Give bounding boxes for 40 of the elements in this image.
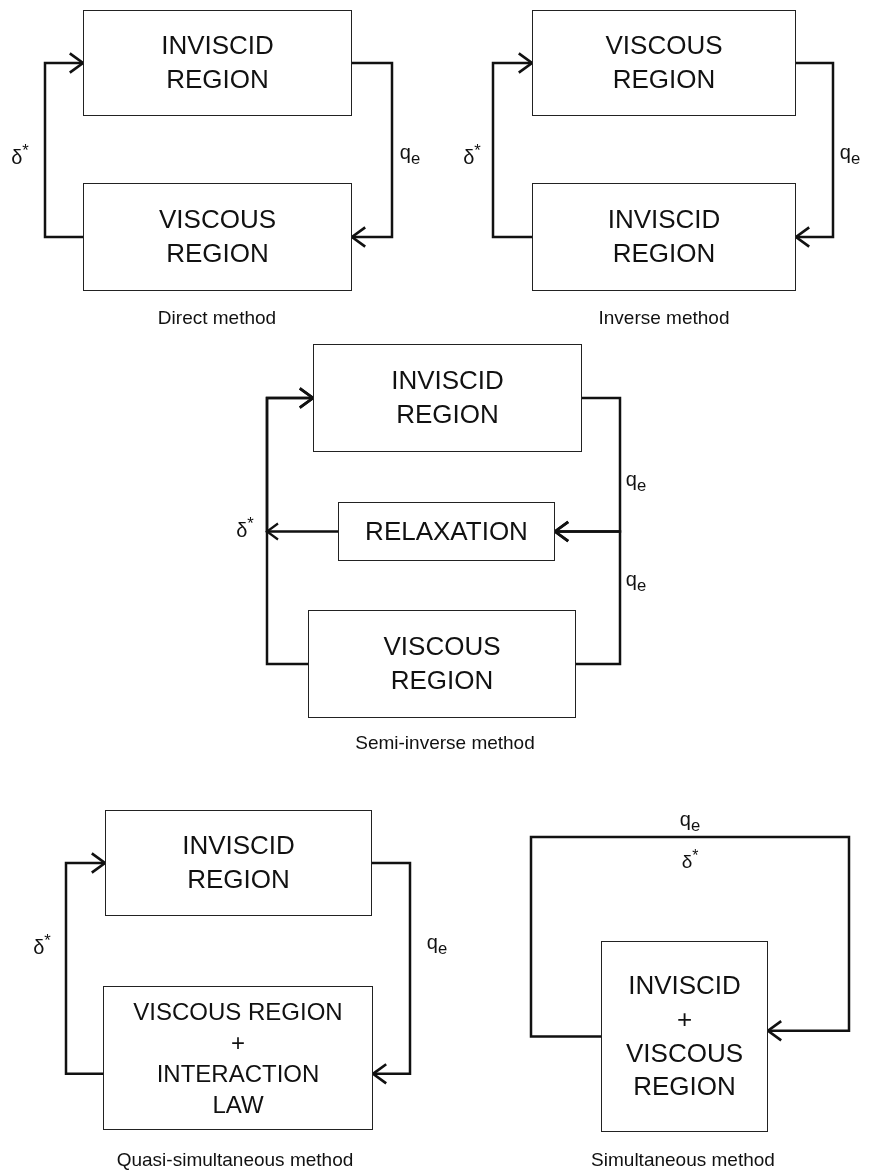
box-label: VISCOUS REGION — [625, 1036, 744, 1104]
process-box — [103, 986, 373, 1130]
caption: Simultaneous method — [591, 1149, 775, 1171]
box-label: RELAXATION — [365, 514, 528, 548]
edge-label: δ$^{*}$ — [463, 141, 481, 169]
edge-label: δ$^{*}$ — [11, 141, 29, 169]
process-box — [308, 610, 576, 718]
process-box — [338, 502, 555, 561]
box-label: VISCOUS REGION — [158, 203, 277, 270]
caption: Semi-inverse method — [355, 732, 535, 754]
box-label: + — [676, 1002, 693, 1036]
edge-label: q$_{e}$ — [426, 931, 448, 959]
process-box — [601, 941, 768, 1132]
edge-label: δ$^{*}$ — [236, 514, 254, 542]
box-label: INVISCID — [628, 968, 741, 1002]
edge-label: δ$^{*}$ — [33, 931, 51, 959]
box-label: VISCOUS REGION — [133, 996, 343, 1027]
box-label: VISCOUS REGION — [382, 630, 502, 697]
caption: Quasi-simultaneous method — [116, 1149, 354, 1171]
box-label: VISCOUS REGION — [604, 29, 724, 96]
process-box — [83, 10, 352, 116]
process-box — [532, 183, 796, 291]
edge-label: q$_{e}$ — [625, 568, 647, 596]
edge-label: q$_{e}$ — [679, 808, 701, 836]
process-box — [313, 344, 582, 452]
edge-label: q$_{e}$ — [625, 468, 647, 496]
caption: Direct method — [157, 307, 277, 329]
caption: δ$^{*}$ — [681, 846, 699, 874]
edge-label: q$_{e}$ — [839, 141, 861, 169]
caption: Inverse method — [598, 307, 730, 329]
box-label: INVISCID REGION — [390, 364, 505, 431]
box-label: INVISCID REGION — [160, 29, 275, 96]
box-label: INVISCID REGION — [181, 829, 296, 896]
process-box — [532, 10, 796, 116]
box-label: INVISCID REGION — [606, 203, 722, 270]
box-label: + — [231, 1027, 245, 1058]
process-box — [83, 183, 352, 291]
edge-label: q$_{e}$ — [399, 141, 421, 169]
process-box — [105, 810, 372, 916]
box-label: INTERACTION LAW — [155, 1059, 321, 1121]
